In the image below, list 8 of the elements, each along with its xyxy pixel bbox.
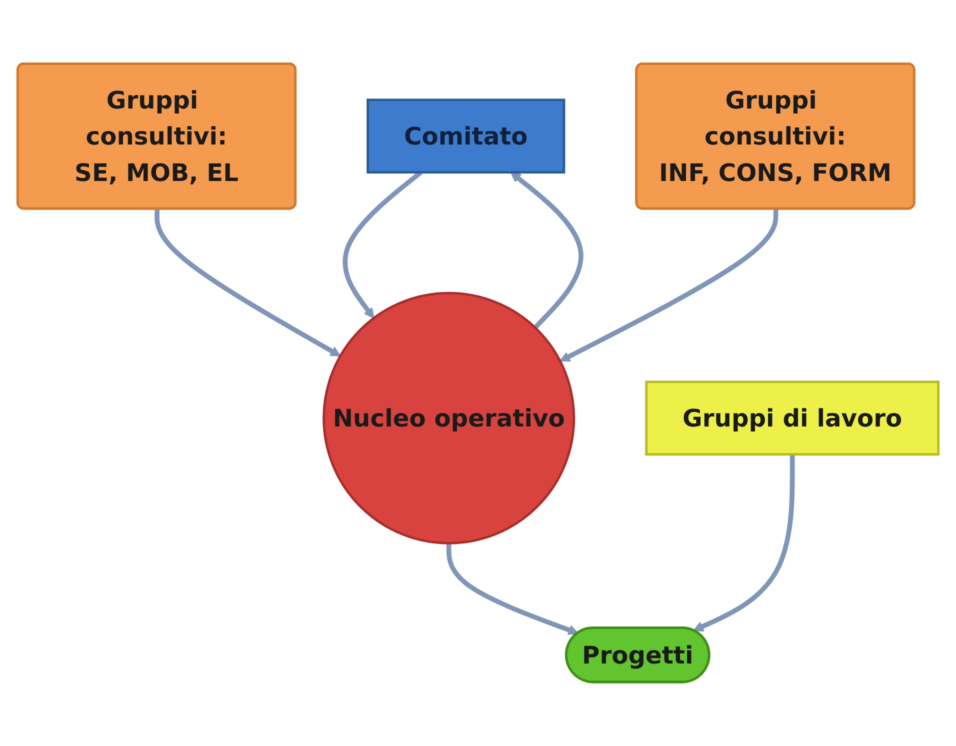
arrow: [154, 209, 341, 357]
node-circle: Nucleo operativo: [322, 292, 576, 545]
arrow: [446, 543, 579, 636]
node-box: Comitato: [366, 98, 566, 174]
arrow: [510, 172, 584, 330]
arrow: [560, 209, 778, 362]
arrow: [693, 454, 795, 632]
node-box: Gruppi di lavoro: [645, 380, 940, 456]
